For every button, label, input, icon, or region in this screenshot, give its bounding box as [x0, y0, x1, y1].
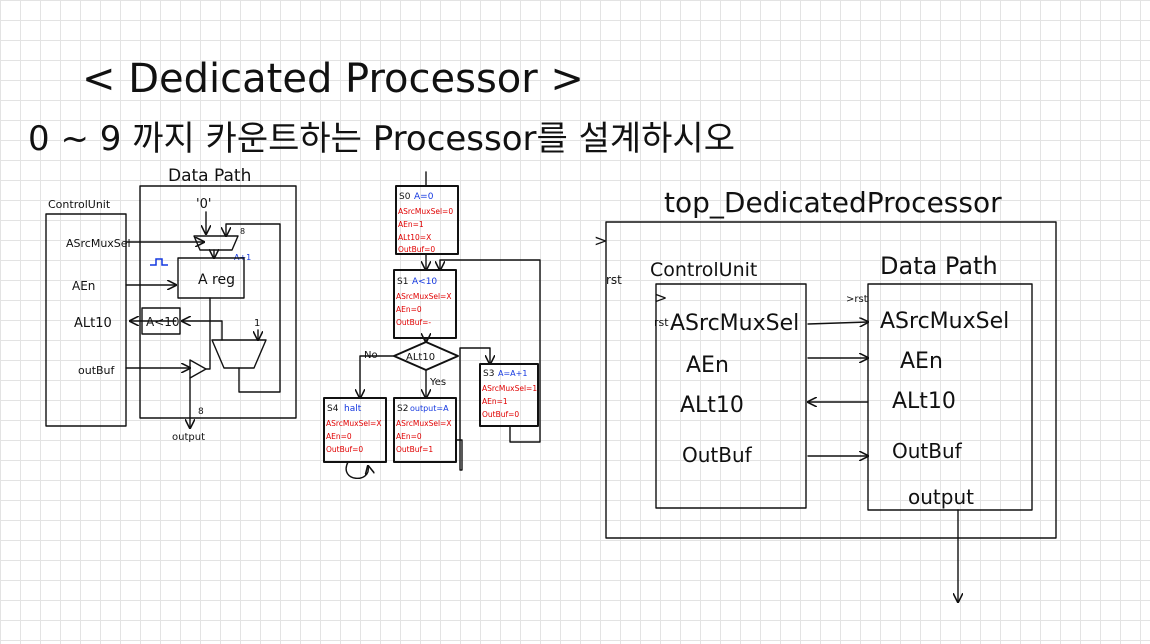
state-s3-id: S3 [483, 369, 494, 379]
cu-signal-outbuf: OutBuf [682, 443, 753, 467]
datapath-label: Data Path [168, 166, 251, 186]
dp-signal-alt10: ALt10 [892, 389, 956, 414]
output-label: output [172, 432, 205, 443]
a-reg-label: A reg [198, 272, 235, 288]
mux-width-label: 8 [240, 227, 245, 236]
state-s1-id: S1 [397, 277, 408, 287]
state-s4-output: OutBuf=0 [326, 445, 363, 454]
control-unit-box [45, 213, 127, 427]
signal-outbuf: outBuf [78, 364, 116, 377]
clock-pulse-icon [150, 258, 168, 266]
state-s1-output: OutBuf=- [396, 318, 431, 327]
control-unit-label: ControlUnit [48, 198, 111, 211]
state-s4-output: ASrcMuxSel=X [326, 419, 381, 428]
page-subtitle: 0 ~ 9 까지 카운트하는 Processor를 설계하시오 [28, 119, 735, 159]
no-label: No [364, 350, 378, 361]
signal-aen: AEn [72, 279, 95, 293]
top-datapath-box [867, 283, 1033, 511]
cu-signal-alt10: ALt10 [680, 393, 744, 418]
page-title: < Dedicated Processor > [82, 56, 584, 102]
state-s1-action: A<10 [412, 277, 437, 287]
decision-label: ALt10 [406, 352, 435, 363]
dp-signal-outbuf: OutBuf [892, 439, 963, 463]
top-module-title: top_DedicatedProcessor [664, 186, 1002, 219]
state-s0-output: AEn=1 [398, 220, 424, 229]
top-datapath-title: Data Path [880, 252, 998, 280]
top-rst-input: rst [606, 273, 622, 287]
dp-signal-asrcmuxsel: ASrcMuxSel [880, 309, 1009, 334]
datapath-box [139, 185, 297, 419]
state-s2-output: OutBuf=1 [396, 445, 433, 454]
state-s3-output: ASrcMuxSel=1 [482, 384, 537, 393]
state-s2-output: ASrcMuxSel=X [396, 419, 451, 428]
fsm-diagram: S0 A=0 ASrcMuxSel=0 AEn=1 ALt10=X OutBuf… [323, 171, 541, 480]
output-width-label: 8 [198, 407, 204, 417]
state-s3-output: AEn=1 [482, 397, 508, 406]
top-module-diagram: top_DedicatedProcessor > rst ControlUnit… [594, 186, 1057, 602]
state-s0-output: OutBuf=0 [398, 245, 435, 254]
self-loop-arrow [345, 461, 368, 480]
state-s1-output: AEn=0 [396, 305, 422, 314]
state-s4-output: AEn=0 [326, 432, 352, 441]
state-s0-output: ASrcMuxSel=0 [398, 207, 453, 216]
state-s4-action: halt [344, 404, 362, 414]
top-datapath-clk: >rst [846, 294, 868, 305]
mux-shape [193, 235, 239, 251]
state-s3 [479, 363, 539, 427]
cu-signal-asrcmuxsel: ASrcMuxSel [670, 311, 799, 336]
state-s4 [323, 397, 387, 463]
state-s2-output: AEn=0 [396, 432, 422, 441]
adder-shape [211, 339, 267, 369]
state-s3-action: A=A+1 [498, 369, 527, 378]
comparator-label: A<10 [146, 315, 180, 329]
top-control-unit-title: ControlUnit [650, 259, 757, 281]
state-s2-action: output=A [410, 404, 449, 413]
state-s0-id: S0 [399, 192, 411, 202]
signal-alt10: ALt10 [74, 316, 112, 331]
cu-signal-aen: AEn [686, 353, 729, 378]
comparator-box [141, 307, 181, 335]
state-s1-output: ASrcMuxSel=X [396, 292, 451, 301]
top-control-unit-box [655, 283, 807, 509]
signal-asrcmuxsel: ASrcMuxSel [66, 237, 131, 250]
state-s3-output: OutBuf=0 [482, 410, 519, 419]
state-s2 [393, 397, 457, 463]
top-control-unit-rst: rst [654, 316, 669, 329]
state-s4-id: S4 [327, 404, 339, 414]
top-clk-input: > [594, 231, 607, 250]
yes-label: Yes [429, 377, 446, 388]
const-one-label: 1 [254, 318, 260, 329]
top-control-unit-clk: > [654, 288, 667, 307]
output-buffer-shape [189, 359, 207, 379]
state-s0-action: A=0 [414, 192, 434, 202]
dp-output-label: output [908, 485, 974, 509]
state-s0 [395, 185, 459, 255]
top-module-box [605, 221, 1057, 539]
dp-signal-aen: AEn [900, 349, 943, 374]
state-s2-id: S2 [397, 404, 408, 414]
left-diagram: ControlUnit Data Path ASrcMuxSel AEn ALt… [45, 166, 297, 443]
const-zero-label: '0' [196, 197, 211, 212]
state-s0-output: ALt10=X [398, 233, 431, 242]
